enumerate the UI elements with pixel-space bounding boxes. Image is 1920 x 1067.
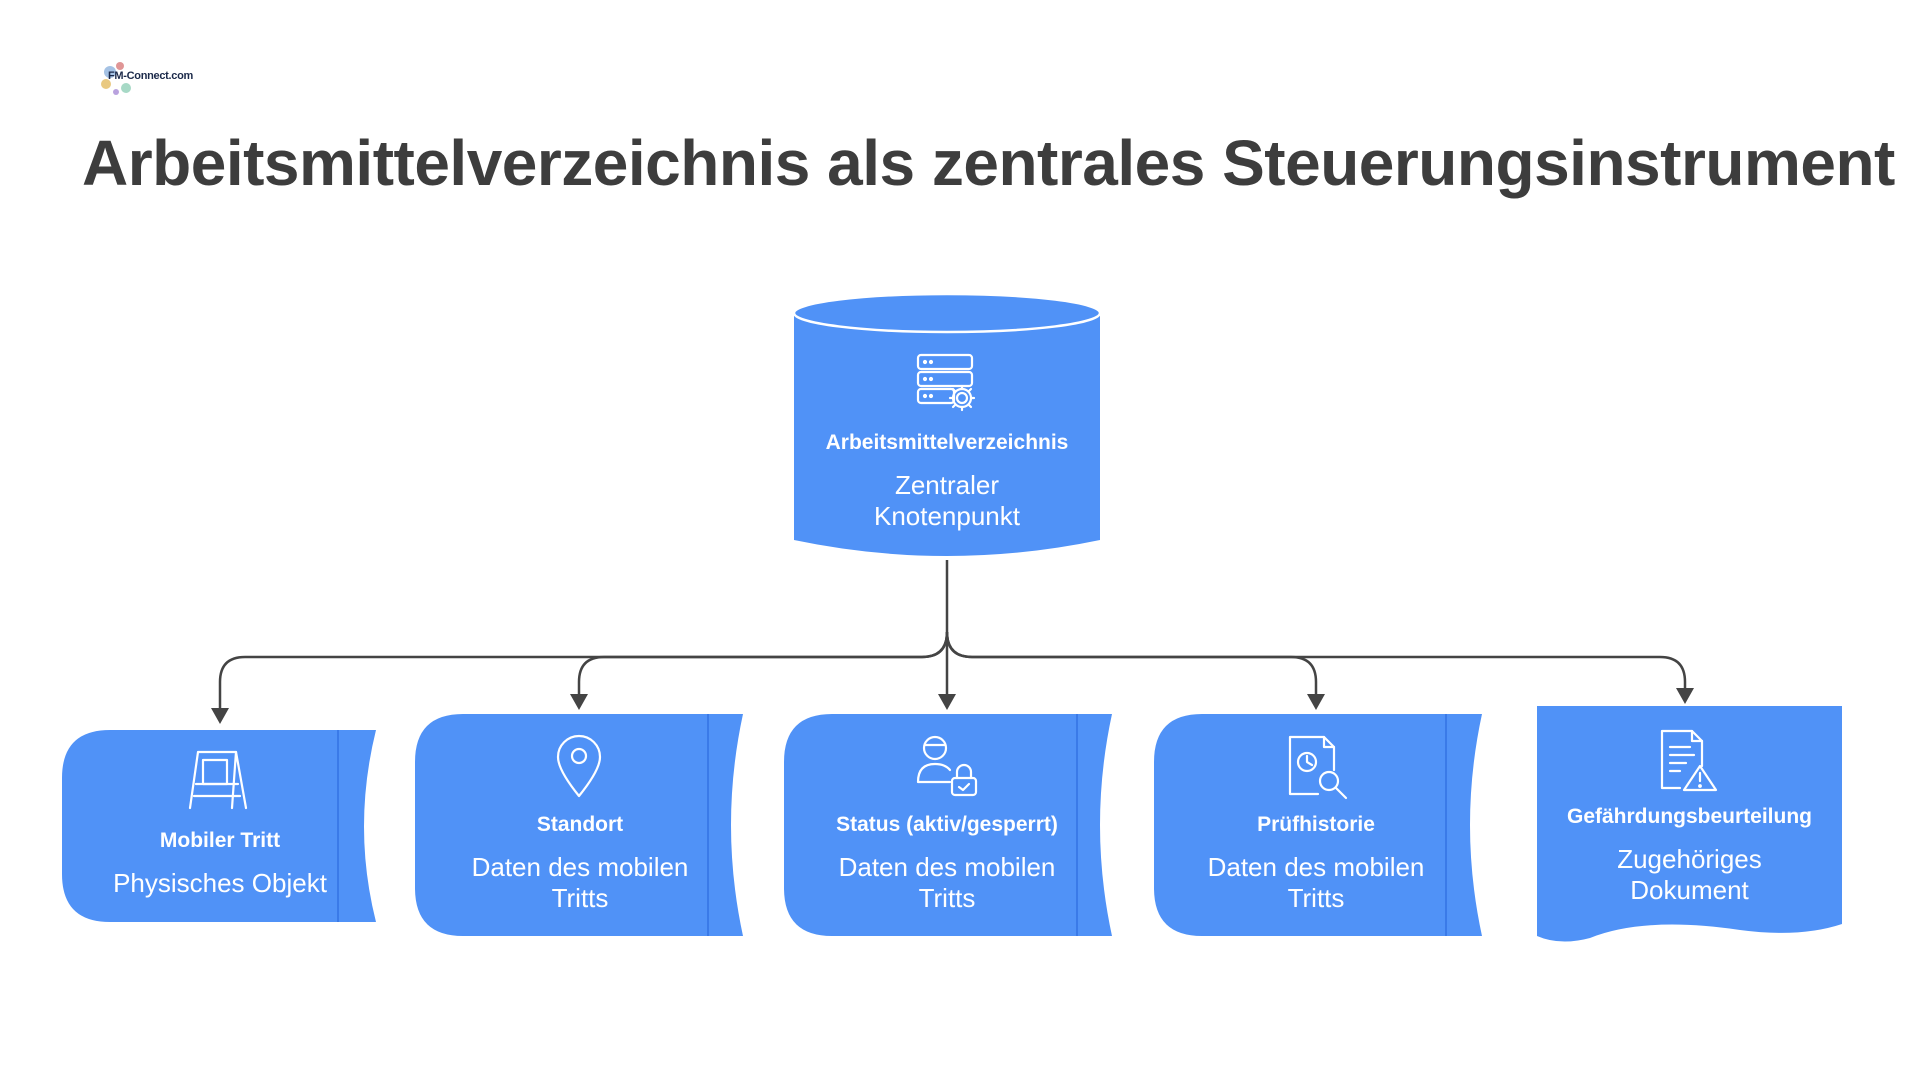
central-node-text: Arbeitsmittelverzeichnis Zentraler Knote… (794, 430, 1100, 532)
node-subtitle-line: Dokument (1630, 875, 1749, 905)
central-node-title: Arbeitsmittelverzeichnis (825, 431, 1069, 454)
node-shape-gefaehrdungsbeurteilung (1537, 706, 1842, 942)
arrowhead-pruefhistorie (1307, 694, 1325, 710)
node-shape-status (784, 714, 1112, 936)
central-node-body (794, 313, 1100, 556)
node-mobiler-tritt: Mobiler Tritt Physisches Objekt (72, 828, 368, 899)
node-shape-pruefhistorie (1154, 714, 1482, 936)
arrowheads (211, 688, 1694, 724)
central-node-top (792, 292, 1102, 334)
document-search-icon (1288, 735, 1348, 800)
central-node-subtitle-line: Zentraler (894, 470, 1000, 500)
node-subtitle-line: Physisches Objekt (113, 868, 327, 898)
location-pin-icon (556, 734, 602, 798)
node-title: Gefährdungsbeurteilung (1566, 805, 1812, 828)
node-shape-mobiler-tritt (62, 730, 376, 922)
node-pruefhistorie: Prüfhistorie Daten des mobilen Tritts (1166, 812, 1466, 914)
node-subtitle-line: Daten des mobilen (1207, 852, 1425, 882)
node-subtitle-line: Zugehöriges (1617, 844, 1762, 874)
node-title: Status (aktiv/gesperrt) (836, 813, 1058, 836)
arrowhead-standort (570, 694, 588, 710)
user-lock-icon (916, 735, 978, 797)
node-subtitle: Zugehöriges Dokument (1537, 844, 1842, 906)
logo (101, 62, 131, 95)
document-warning-icon (1660, 729, 1718, 792)
node-subtitle: Daten des mobilen Tritts (1166, 852, 1466, 914)
node-status: Status (aktiv/gesperrt) Daten des mobile… (797, 812, 1097, 914)
page-title: Arbeitsmittelverzeichnis als zentrales S… (82, 127, 1895, 199)
logo-text: FM-Connect.com (108, 70, 194, 82)
node-standort: Standort Daten des mobilen Tritts (430, 812, 730, 914)
connector-to-pruefhistorie (945, 631, 1318, 696)
node-subtitle-line: Tritts (918, 883, 976, 913)
database-gear-icon (916, 353, 976, 412)
connector-to-standort (577, 631, 949, 696)
node-title: Standort (536, 813, 624, 836)
step-ladder-icon (188, 750, 248, 810)
node-title: Prüfhistorie (1257, 813, 1375, 836)
node-title: Mobiler Tritt (159, 829, 281, 852)
connectors (218, 560, 1687, 710)
node-subtitle-line: Tritts (1287, 883, 1345, 913)
node-subtitle: Daten des mobilen Tritts (430, 852, 730, 914)
connector-to-gefaehrdungsbeurteilung (945, 631, 1687, 690)
arrowhead-mobiler-tritt (211, 708, 229, 724)
central-node (792, 292, 1102, 556)
node-subtitle: Daten des mobilen Tritts (797, 852, 1097, 914)
node-shape-standort (415, 714, 743, 936)
node-gefaehrdungsbeurteilung: Gefährdungsbeurteilung Zugehöriges Dokum… (1537, 804, 1842, 906)
arrowhead-status (938, 694, 956, 710)
node-subtitle-line: Daten des mobilen (471, 852, 689, 882)
central-node-subtitle: Zentraler Knotenpunkt (794, 470, 1100, 532)
node-subtitle-line: Tritts (551, 883, 609, 913)
node-subtitle-line: Daten des mobilen (838, 852, 1056, 882)
central-node-subtitle-line: Knotenpunkt (873, 501, 1020, 531)
node-subtitle: Physisches Objekt (72, 868, 368, 899)
arrowhead-gefaehrdungsbeurteilung (1676, 688, 1694, 704)
